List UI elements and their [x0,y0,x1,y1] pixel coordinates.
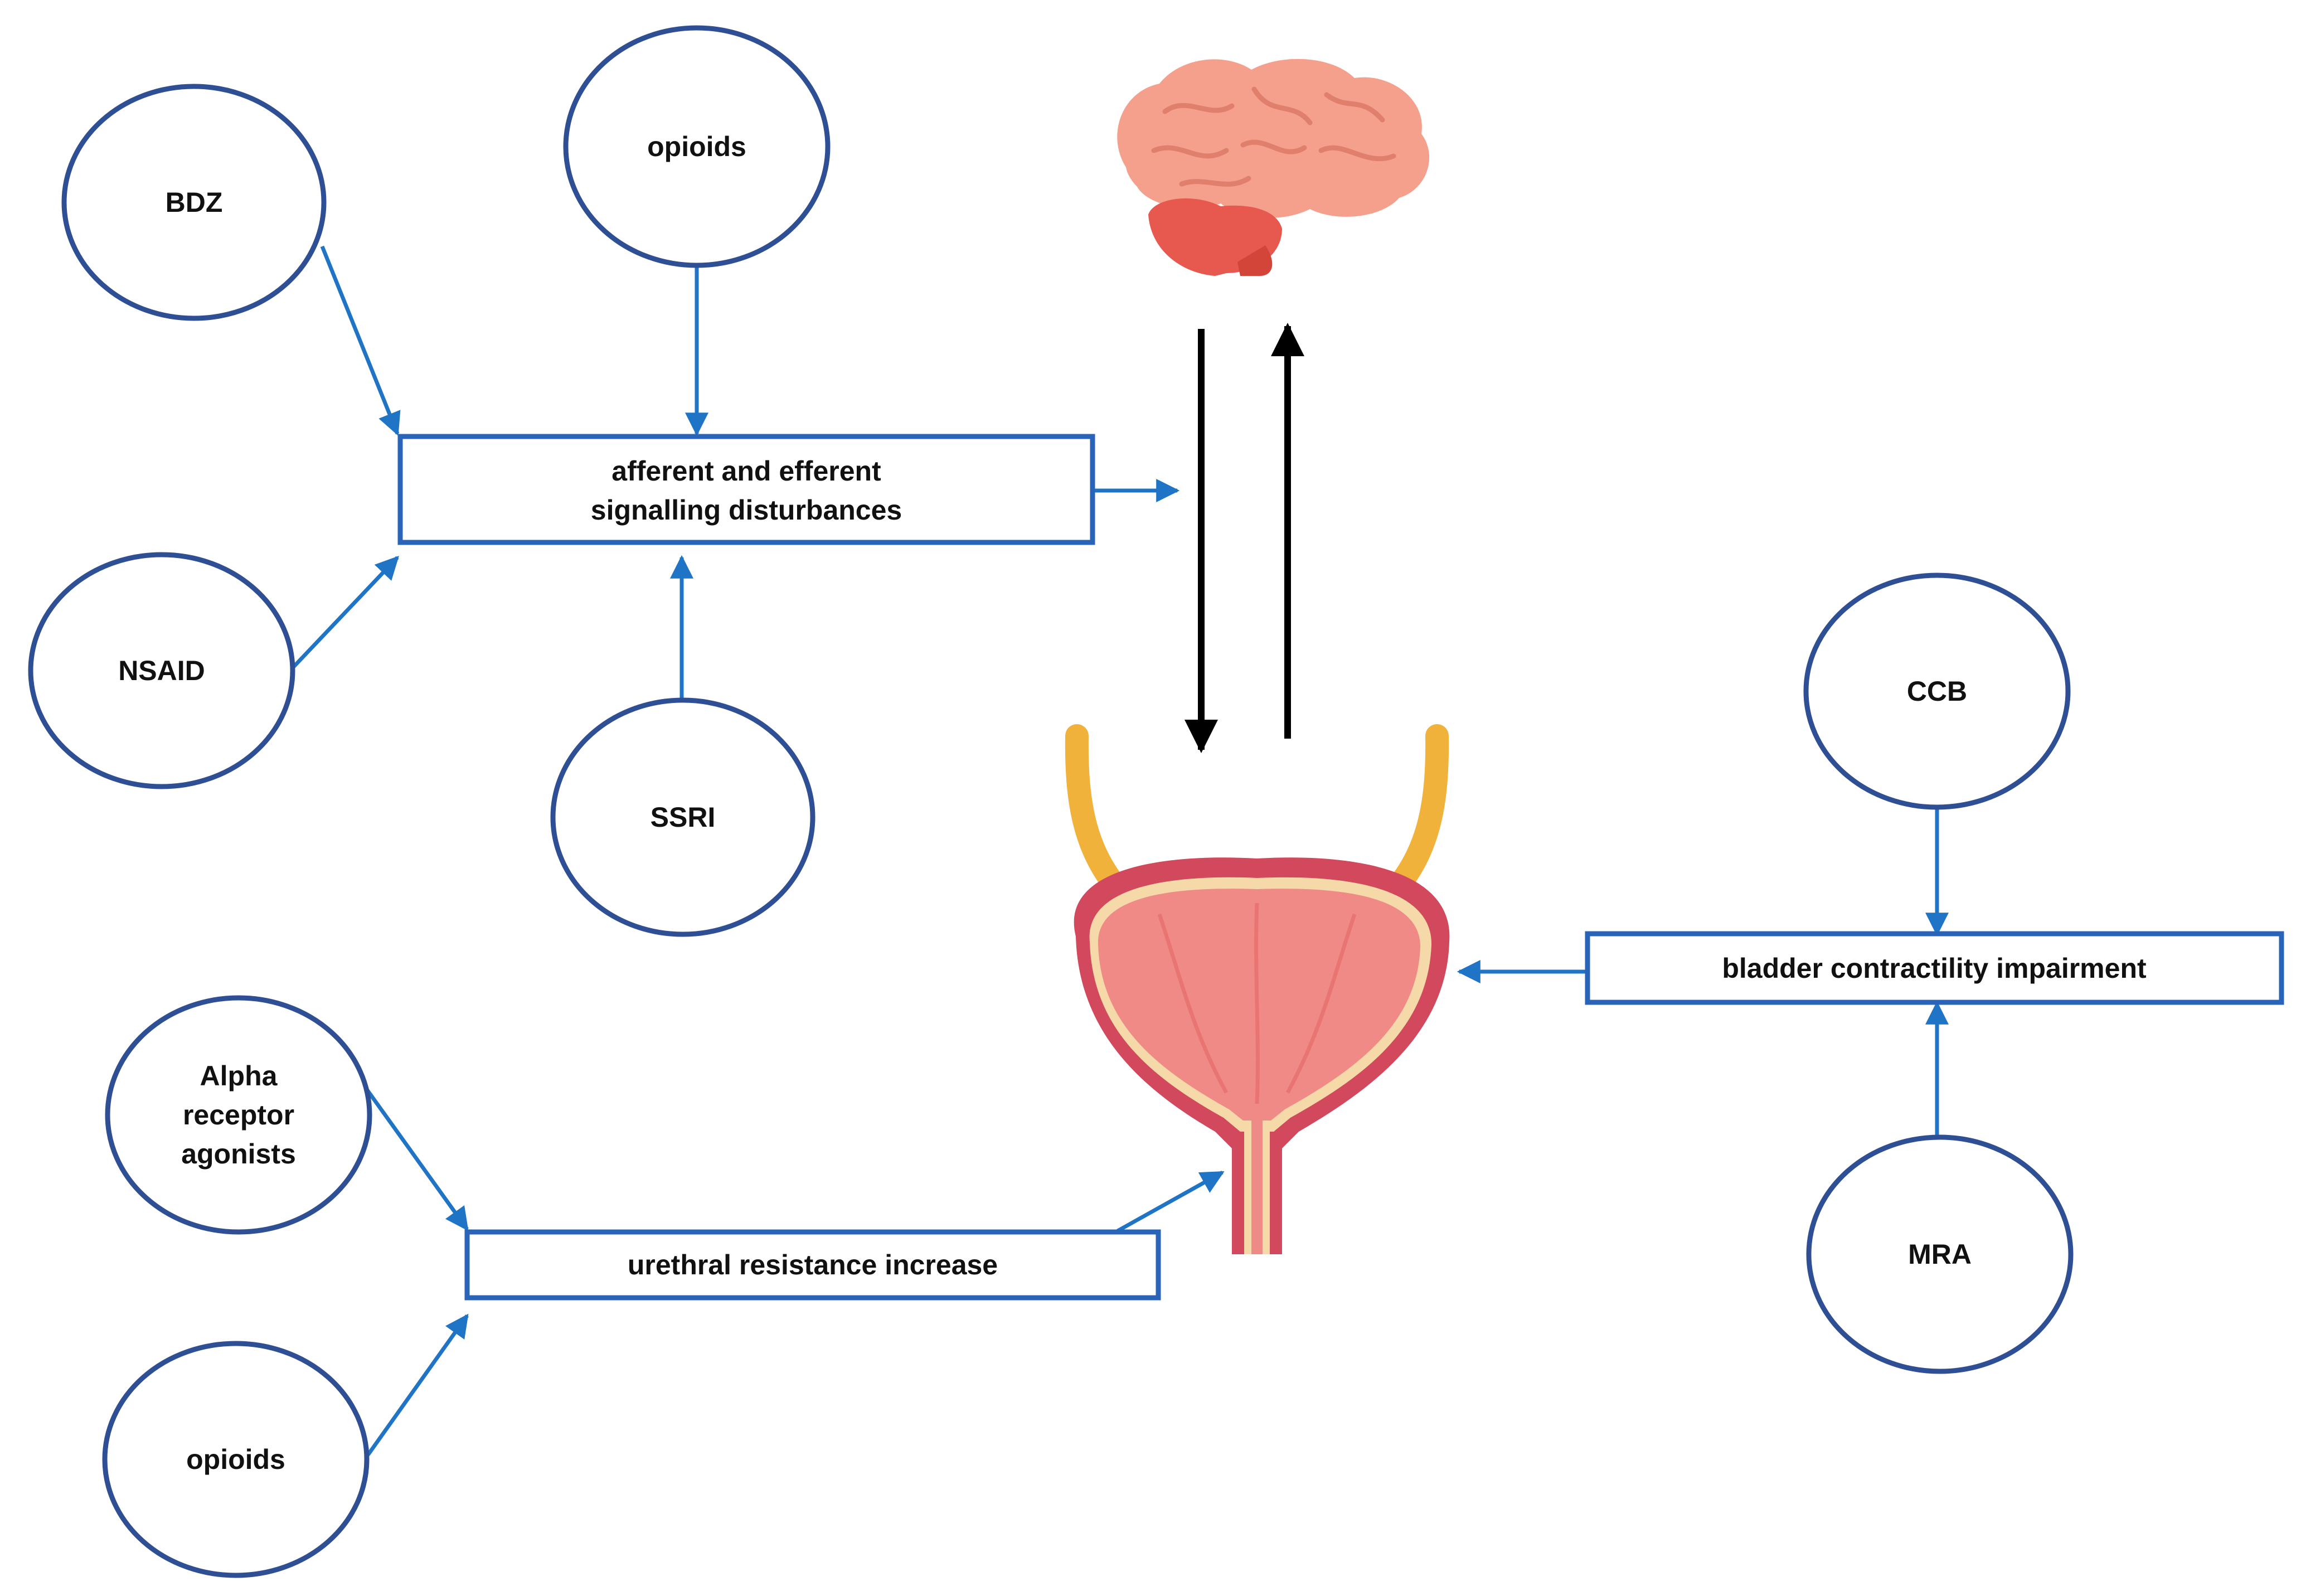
arrow-urethral-to-bladder [1116,1170,1225,1233]
node-alpha-label-1: Alpha [200,1060,278,1092]
node-ssri: SSRI [550,697,815,937]
connector-arrows [291,245,1949,1457]
node-opioids-bottom-ellipse [102,1341,370,1578]
node-opioids-top-label: opioids [647,131,746,162]
box-urethral-resistance: urethral resistance increase [464,1229,1161,1301]
arrow-alpha-to-urethral [363,1085,469,1231]
node-ccb-label: CCB [1907,676,1967,707]
node-bdz-ellipse [61,84,327,321]
arrow-bdz-to-signalling [320,245,401,436]
box-urethral-label: urethral resistance increase [628,1249,998,1280]
box-contractility-label: bladder contractility impairment [1722,953,2147,984]
node-alpha-receptor-agonists: Alpha receptor agonists [105,995,372,1235]
node-mra: MRA [1806,1134,2074,1374]
brain-icon [1117,59,1430,276]
node-ssri-label: SSRI [651,802,716,833]
node-opioids-top-ellipse [563,25,831,268]
box-contractility-rect [1585,931,2284,1005]
node-bdz-label: BDZ [166,187,223,218]
node-bdz: BDZ [61,84,327,321]
box-signalling-rect [397,434,1095,545]
ureter-right [1382,724,1449,904]
node-nsaid-ellipse [28,552,295,789]
node-opioids-top: opioids [563,25,831,268]
bladder-lumen [1098,889,1421,1120]
urethra-lumen [1251,1120,1263,1254]
node-alpha-ellipse [105,995,372,1235]
node-nsaid: NSAID [28,552,295,789]
node-alpha-label-3: agonists [181,1138,296,1170]
node-opioids-bottom-label: opioids [186,1444,285,1475]
bladder-folds [1157,903,1357,1104]
drug-nodes: BDZ opioids NSAID SSRI CCB MRA Alpha rec… [28,25,2074,1578]
node-mra-label: MRA [1908,1239,1972,1270]
arrow-opioids-to-urethral [366,1313,469,1457]
node-ccb: CCB [1803,573,2071,810]
box-signalling-disturbances: afferent and efferent signalling disturb… [397,434,1095,545]
box-contractility-impairment: bladder contractility impairment [1585,931,2284,1005]
brainstem [1237,245,1273,276]
box-urethral-rect [464,1229,1161,1301]
node-opioids-bottom: opioids [102,1341,370,1578]
node-ssri-ellipse [550,697,815,937]
node-mra-ellipse [1806,1134,2074,1374]
arrow-nsaid-to-signalling [291,555,399,670]
effect-boxes: afferent and efferent signalling disturb… [397,434,2284,1301]
bladder-icon [1065,724,1450,1254]
node-ccb-ellipse [1803,573,2071,810]
box-signalling-label-1: afferent and efferent [611,455,881,487]
box-signalling-label-2: signalling disturbances [591,494,902,526]
node-alpha-label-2: receptor [183,1099,294,1131]
node-nsaid-label: NSAID [118,655,205,686]
ureter-left [1065,724,1132,904]
brain-cerebrum [1117,59,1430,219]
brain-folds [1151,86,1396,187]
